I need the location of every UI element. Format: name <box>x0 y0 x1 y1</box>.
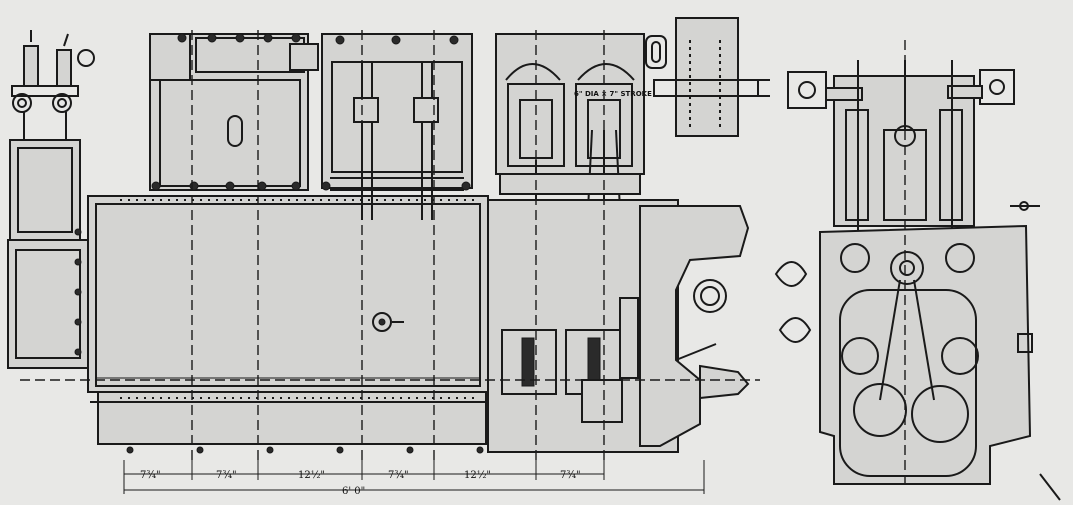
spark-plugs <box>11 30 95 113</box>
dim-segment-3: 12½" <box>298 470 325 481</box>
crankcase <box>74 195 490 454</box>
crankshaft-end <box>487 199 750 453</box>
dim-segment-5: 12½" <box>464 470 491 481</box>
cylinder-block-left <box>149 33 319 191</box>
side-elevation: 6" DIA × 7" STROKE <box>7 17 770 497</box>
dim-segment-2: 7¾" <box>216 470 237 481</box>
cylinder-block-middle <box>321 33 473 220</box>
cylinder-label: 6" DIA × 7" STROKE <box>574 90 652 98</box>
dim-segment-4: 7¾" <box>388 470 409 481</box>
end-section <box>774 40 1061 501</box>
magneto-housing <box>7 112 89 369</box>
dim-segment-1: 7¾" <box>140 470 161 481</box>
dim-overall: 6' 0" <box>342 486 365 497</box>
dimension-lines: 7¾" 7¾" 12½" 7¾" 12½" 7¾" 6' 0" <box>123 460 705 497</box>
valve-detail <box>645 17 770 137</box>
dim-segment-6: 7¾" <box>560 470 581 481</box>
